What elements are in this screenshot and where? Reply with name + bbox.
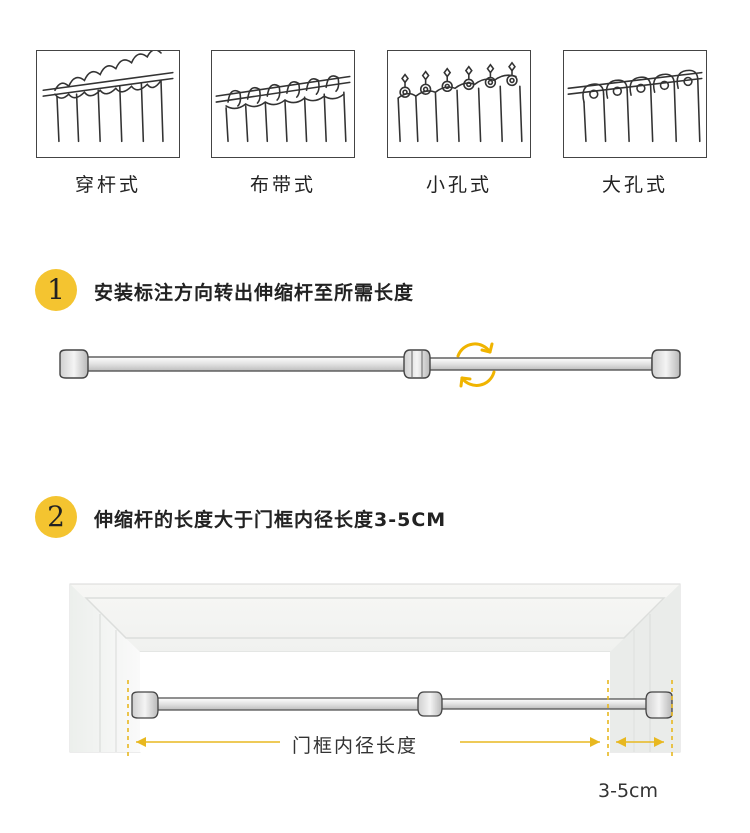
style-label-grommet: 大孔式 — [601, 174, 668, 196]
frame-end-cap-right — [645, 691, 673, 719]
step-2-text: 伸缩杆的长度大于门框内径长度3-5CM — [94, 509, 447, 531]
frame-rod-joint — [417, 691, 443, 717]
style-label-tab-top: 布带式 — [249, 174, 316, 196]
rotate-arrow-icon — [456, 342, 496, 388]
style-card-tab-top — [211, 50, 355, 158]
style-label-small-hook: 小孔式 — [425, 174, 492, 196]
door-frame-diagram — [69, 583, 681, 758]
style-label-rod-pocket: 穿杆式 — [74, 174, 141, 196]
door-frame — [69, 583, 681, 753]
extra-length-label: 3-5cm — [598, 780, 658, 802]
rod-in-frame — [131, 691, 673, 719]
small-hook-curtain-icon — [397, 61, 523, 143]
inner-width-label: 门框内径长度 — [292, 735, 419, 757]
step-1-badge: 1 — [35, 269, 77, 311]
end-cap-left — [59, 349, 89, 379]
tab-top-curtain-icon — [215, 75, 351, 143]
step-2-badge: 2 — [35, 496, 77, 538]
style-card-grommet — [563, 50, 707, 158]
rod-pocket-curtain-icon — [42, 51, 174, 143]
grommet-curtain-icon — [567, 69, 703, 143]
style-card-rod-pocket — [36, 50, 180, 158]
rod-body — [85, 356, 653, 372]
dimension-lines — [127, 680, 673, 758]
frame-end-cap-left — [131, 691, 159, 719]
style-card-small-hook — [387, 50, 531, 158]
step-1-text: 安装标注方向转出伸缩杆至所需长度 — [94, 282, 415, 304]
tension-rod-diagram — [59, 342, 681, 388]
rod-joint — [403, 349, 431, 379]
end-cap-right — [651, 349, 681, 379]
